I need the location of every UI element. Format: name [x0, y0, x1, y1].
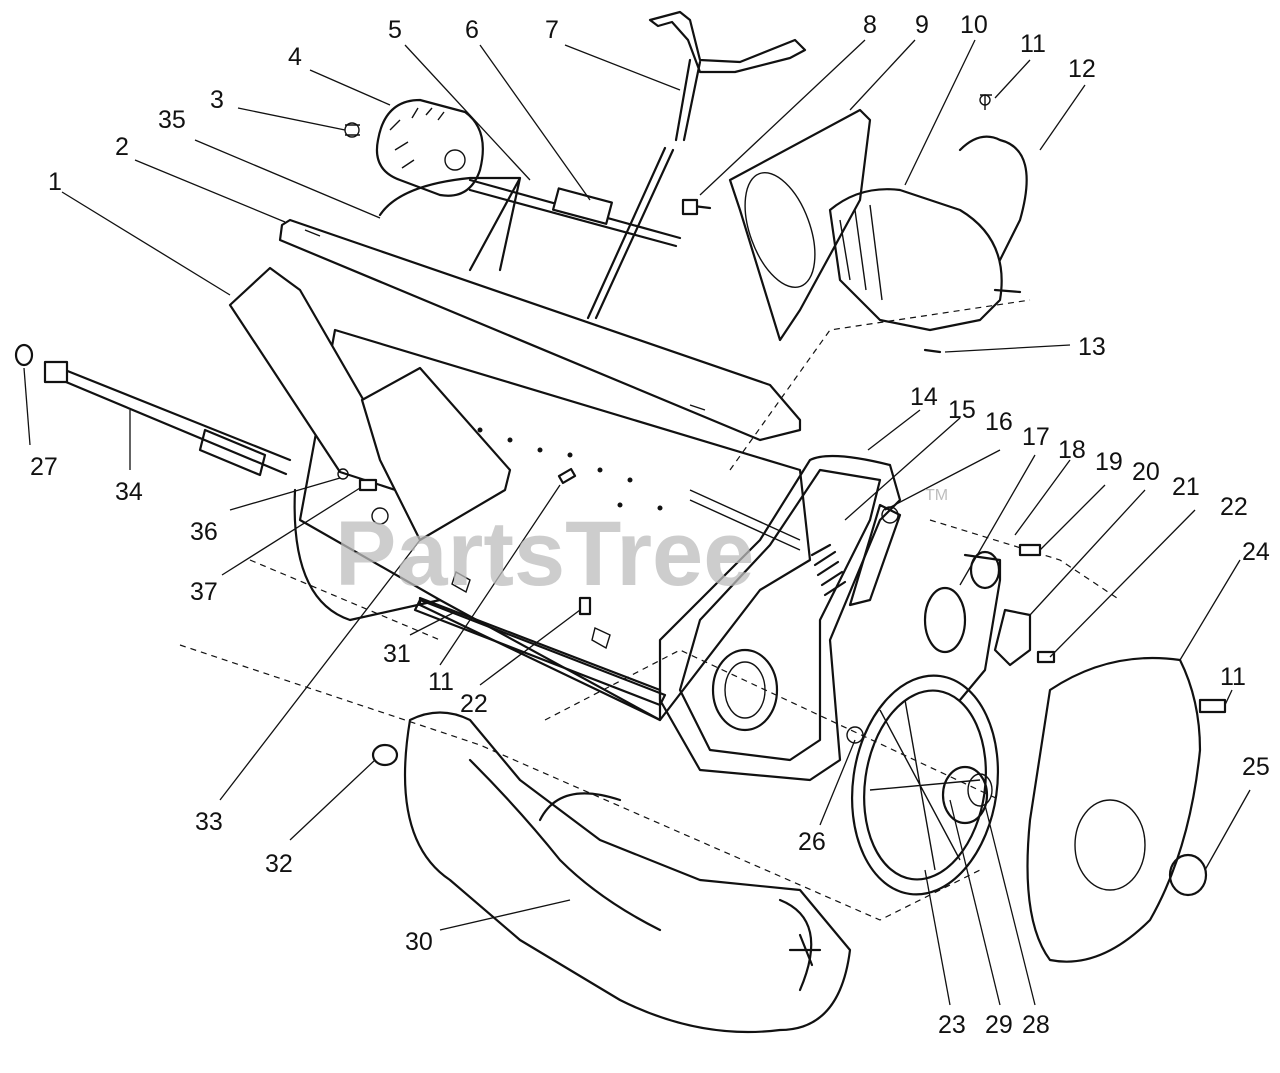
callout-14: 14	[910, 383, 938, 411]
callout-11: 11	[1020, 30, 1046, 58]
callout-26: 26	[798, 828, 826, 856]
callout-27: 27	[30, 453, 58, 481]
callout-21: 21	[1172, 473, 1200, 501]
callout-7: 7	[545, 16, 559, 44]
callout-34: 34	[115, 478, 143, 506]
callout-18: 18	[1058, 436, 1086, 464]
callout-1: 1	[48, 168, 62, 196]
callout-30: 30	[405, 928, 433, 956]
auger-housing	[293, 328, 812, 722]
callout-15: 15	[948, 396, 976, 424]
scraper-bar	[413, 598, 667, 707]
chute-rotor	[681, 94, 1028, 354]
watermark-text: PartsTree	[335, 503, 754, 605]
callout-22: 22	[460, 690, 488, 718]
callout-12: 12	[1068, 55, 1096, 83]
shaft-assembly	[378, 176, 682, 272]
pulley-assembly	[850, 543, 1056, 896]
belt-housing	[658, 454, 902, 782]
callout-23: 23	[938, 1011, 966, 1039]
leader-lines	[23, 39, 1251, 1006]
callout-3: 3	[210, 86, 224, 114]
callout-5: 5	[388, 16, 402, 44]
callout-29: 29	[985, 1011, 1013, 1039]
housing-top-plate	[278, 218, 802, 442]
callout-8: 8	[863, 11, 877, 39]
callout-11: 11	[428, 668, 454, 696]
callout-10: 10	[960, 11, 988, 39]
axle	[14, 343, 378, 492]
callout-32: 32	[265, 850, 293, 878]
side-cover	[1026, 656, 1227, 963]
callout-36: 36	[190, 518, 218, 546]
crank-rod	[586, 10, 807, 320]
watermark-trademark: TM	[925, 487, 948, 504]
callout-24: 24	[1242, 538, 1270, 566]
callout-28: 28	[1022, 1011, 1050, 1039]
callout-9: 9	[915, 11, 929, 39]
callout-25: 25	[1242, 753, 1270, 781]
callout-labels: 1 2 3 4 5 6 7 8 9 10 11 12 35 13 14 15 1…	[30, 11, 1270, 1039]
callout-2: 2	[115, 133, 129, 161]
callout-17: 17	[1022, 423, 1050, 451]
callout-19: 19	[1095, 448, 1123, 476]
idler-spring	[810, 503, 902, 607]
auger	[371, 711, 852, 1034]
callout-20: 20	[1132, 458, 1160, 486]
callout-31: 31	[383, 640, 411, 668]
callout-4: 4	[288, 43, 302, 71]
small-bolts	[557, 467, 592, 616]
callout-22: 22	[1220, 493, 1248, 521]
callout-16: 16	[985, 408, 1013, 436]
callout-6: 6	[465, 16, 479, 44]
chute-motor	[344, 98, 484, 197]
callout-11: 11	[1220, 663, 1246, 691]
callout-35: 35	[158, 106, 186, 134]
callout-33: 33	[195, 808, 223, 836]
callout-37: 37	[190, 578, 218, 606]
callout-13: 13	[1078, 333, 1106, 361]
chute-deflector	[228, 266, 512, 542]
